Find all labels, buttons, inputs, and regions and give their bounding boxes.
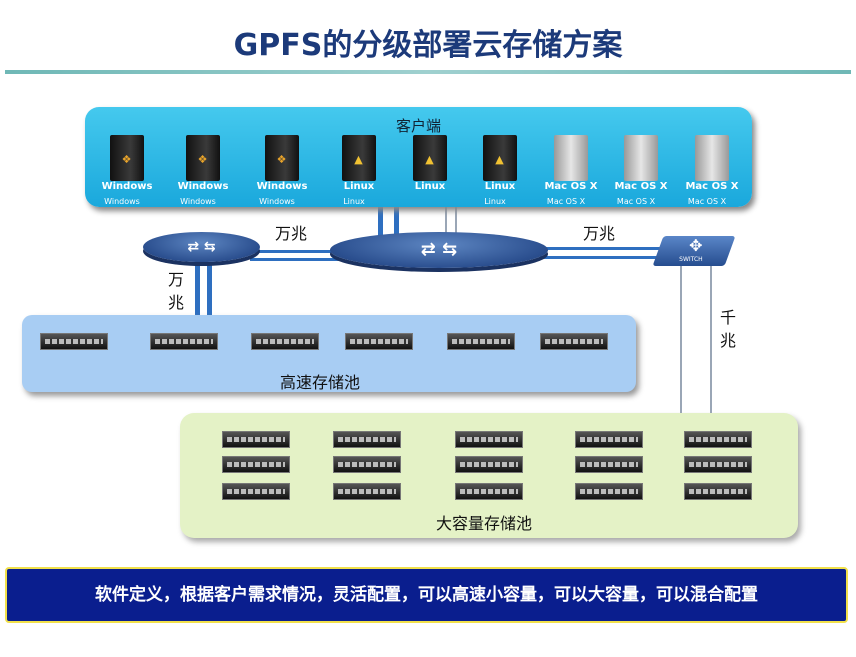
client-label: Linux xyxy=(484,181,516,192)
storage-server-icon xyxy=(575,456,643,473)
client-label: Linux xyxy=(343,181,375,192)
client-panel-title: 客户端 xyxy=(395,117,441,135)
link-speed-label: 万 xyxy=(168,270,185,289)
client-label: Windows xyxy=(256,181,308,192)
link-speed-label: 千 xyxy=(720,308,737,327)
mac-logo-icon xyxy=(705,153,718,166)
storage-server-icon xyxy=(455,483,523,500)
storage-server-icon xyxy=(333,483,401,500)
linux-logo-icon: ▲ xyxy=(354,153,363,166)
left-router-icon: ⇄ ⇆ xyxy=(143,232,260,262)
big-pool-label: 大容量存储池 xyxy=(436,514,533,533)
client-sublabel: Linux xyxy=(343,197,365,206)
client-label: Mac OS X xyxy=(614,181,668,192)
storage-server-icon xyxy=(150,333,218,350)
windows-logo-icon: ❖ xyxy=(276,153,287,166)
storage-server-icon xyxy=(345,333,413,350)
storage-server-icon xyxy=(575,431,643,448)
storage-server-icon xyxy=(447,333,515,350)
storage-server-icon xyxy=(40,333,108,350)
switch-icon: ✥ SWITCH xyxy=(652,236,736,266)
fast-storage-pool: 高速存储池 xyxy=(22,315,636,392)
client-label: Mac OS X xyxy=(544,181,598,192)
windows-computer-icon: ❖ xyxy=(186,135,220,181)
link-client-core-thin xyxy=(455,200,457,240)
fast-pool-label: 高速存储池 xyxy=(280,373,361,392)
storage-server-icon xyxy=(455,456,523,473)
link-switch-bigpool xyxy=(710,265,712,413)
client-label: Linux xyxy=(414,181,446,192)
linux-logo-icon: ▲ xyxy=(425,153,434,166)
link-core-switch xyxy=(540,247,665,250)
storage-server-icon xyxy=(684,483,752,500)
client-label: Windows xyxy=(177,181,229,192)
link-left-fastpool xyxy=(195,262,200,317)
link-core-switch xyxy=(540,256,665,259)
client-label: Mac OS X xyxy=(685,181,739,192)
linux-logo-icon: ▲ xyxy=(495,153,504,166)
switch-arrows-icon: ✥ xyxy=(689,236,703,255)
windows-logo-icon: ❖ xyxy=(197,153,208,166)
mac-computer-icon xyxy=(554,135,588,181)
link-client-core-thin xyxy=(445,200,447,240)
link-speed-label: 兆 xyxy=(168,293,185,312)
link-speed-label: 万兆 xyxy=(583,224,616,243)
storage-server-icon xyxy=(222,483,290,500)
client-sublabel: Windows xyxy=(259,197,295,206)
client-sublabel: Mac OS X xyxy=(546,197,586,206)
client-sublabel: Mac OS X xyxy=(687,197,727,206)
core-router-icon: ⇄ ⇆ xyxy=(330,232,548,268)
storage-server-icon xyxy=(684,431,752,448)
link-client-core xyxy=(394,200,399,240)
storage-server-icon xyxy=(540,333,608,350)
summary-banner: 软件定义，根据客户需求情况，灵活配置，可以高速小容量，可以大容量，可以混合配置 xyxy=(5,567,848,623)
link-speed-label: 万兆 xyxy=(275,224,308,243)
mac-computer-icon xyxy=(624,135,658,181)
link-speed-label: 兆 xyxy=(720,331,737,350)
page-title: GPFS的分级部署云存储方案 xyxy=(233,28,623,63)
storage-server-icon xyxy=(251,333,319,350)
title-divider xyxy=(5,70,851,74)
storage-server-icon xyxy=(222,431,290,448)
link-left-core xyxy=(250,250,340,253)
linux-computer-icon: ▲ xyxy=(413,135,447,181)
client-sublabel: Windows xyxy=(104,197,140,206)
link-left-core xyxy=(250,258,340,261)
linux-computer-icon: ▲ xyxy=(342,135,376,181)
storage-server-icon xyxy=(684,456,752,473)
windows-computer-icon: ❖ xyxy=(265,135,299,181)
storage-server-icon xyxy=(222,456,290,473)
client-label: Windows xyxy=(101,181,153,192)
storage-server-icon xyxy=(333,431,401,448)
link-client-core xyxy=(378,200,383,240)
client-sublabel: Windows xyxy=(180,197,216,206)
link-left-fastpool xyxy=(207,262,212,317)
mac-computer-icon xyxy=(695,135,729,181)
storage-server-icon xyxy=(575,483,643,500)
linux-computer-icon: ▲ xyxy=(483,135,517,181)
large-storage-pool: 大容量存储池 xyxy=(180,413,798,538)
mac-logo-icon xyxy=(634,153,647,166)
link-switch-bigpool xyxy=(680,265,682,413)
client-sublabel: Linux xyxy=(484,197,506,206)
client-sublabel: Mac OS X xyxy=(616,197,656,206)
mac-logo-icon xyxy=(564,153,577,166)
storage-server-icon xyxy=(333,456,401,473)
windows-logo-icon: ❖ xyxy=(121,153,132,166)
switch-label: SWITCH xyxy=(679,256,703,263)
storage-server-icon xyxy=(455,431,523,448)
windows-computer-icon: ❖ xyxy=(110,135,144,181)
